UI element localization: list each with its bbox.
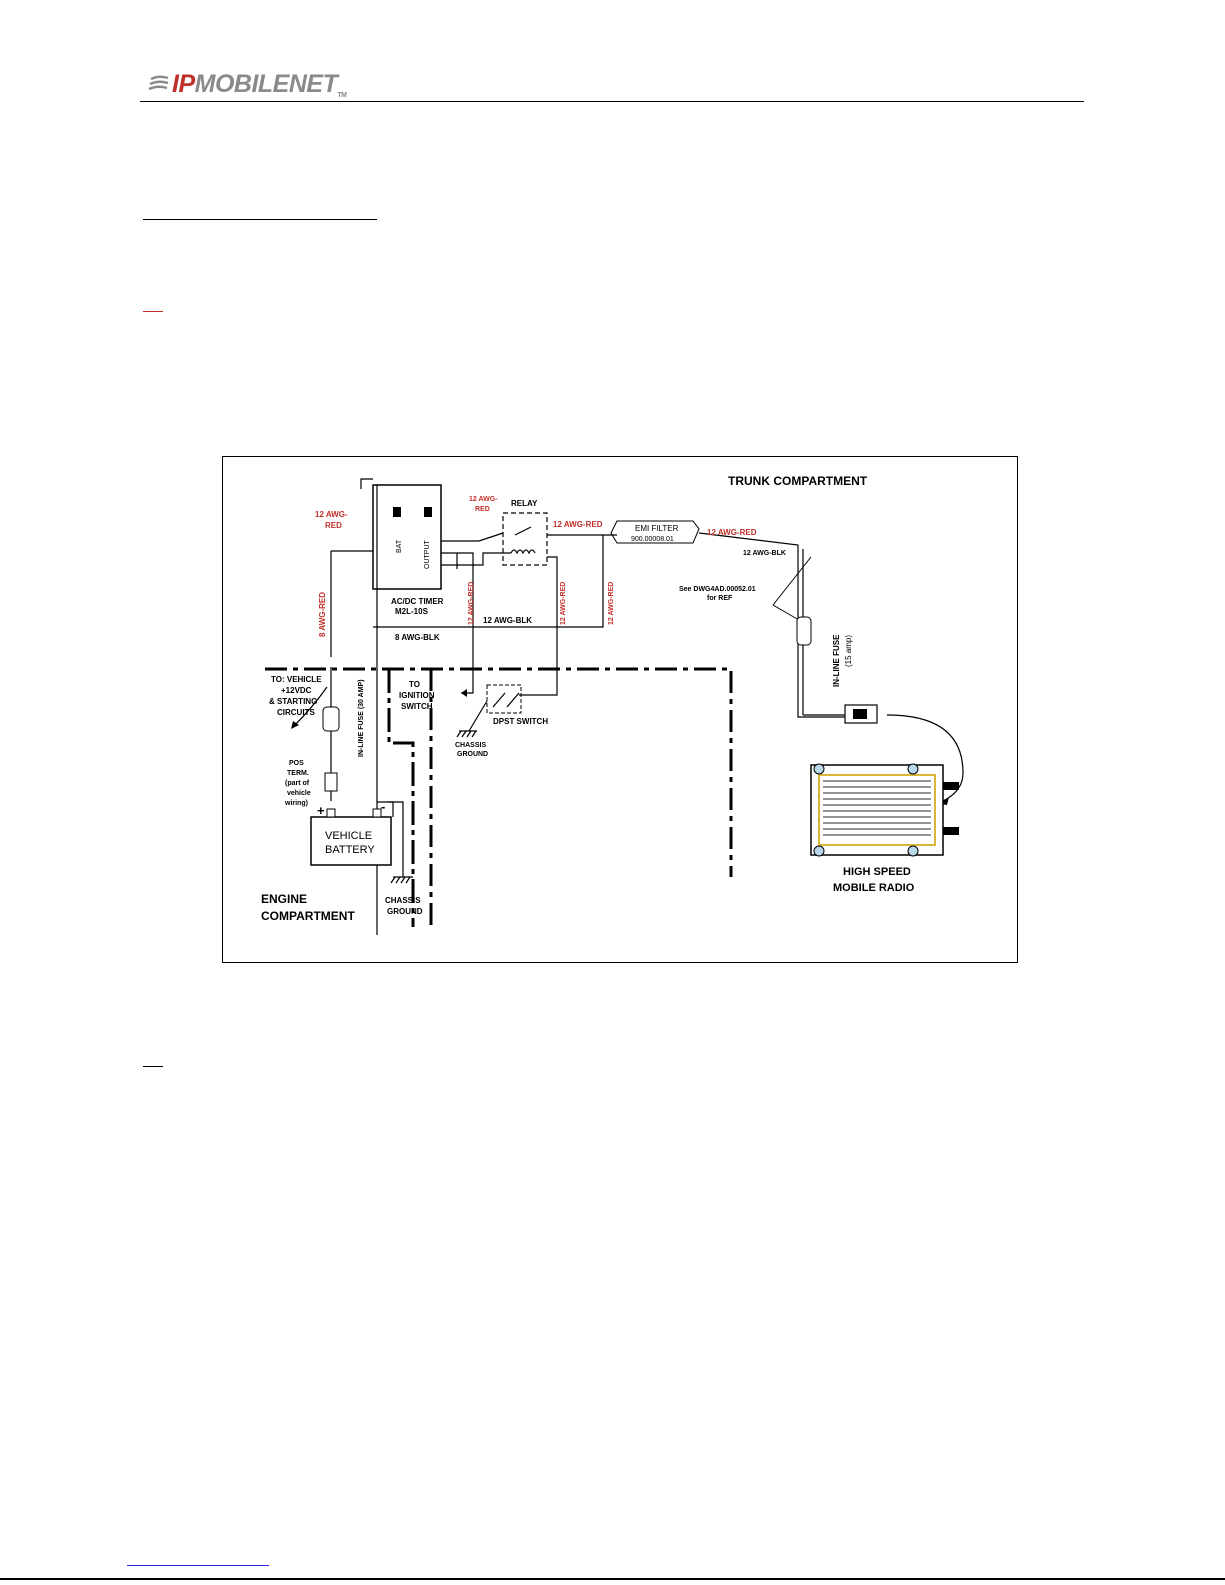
to-vehicle-label-1: TO: VEHICLE xyxy=(271,675,322,684)
battery-label-1: VEHICLE xyxy=(325,830,372,842)
timer-bat-label: BAT xyxy=(396,539,403,553)
pos-term-label-2: TERM. xyxy=(287,770,309,777)
logo-tm: TM xyxy=(337,91,347,99)
battery-neg-terminal xyxy=(372,808,382,818)
timer-label-1: AC/DC TIMER xyxy=(391,597,444,606)
to-ignition-label-2: IGNITION xyxy=(399,691,435,700)
radio-arrow xyxy=(886,714,964,802)
header-rule xyxy=(140,101,1084,102)
emi-filter-shape xyxy=(610,520,700,544)
see-dwg-label-1: See DWG4AD.00052.01 xyxy=(679,586,756,593)
footer-rule xyxy=(0,1578,1225,1580)
engine-compartment-label-2: COMPARTMENT xyxy=(261,909,355,923)
inline-fuse-15-label-2: (15 amp) xyxy=(844,635,853,667)
to-ignition-label-1: TO xyxy=(409,680,420,689)
logo-ip: IP xyxy=(172,69,195,98)
logo-rest: MOBILENET xyxy=(194,69,338,98)
chassis-ground-2-label-b: GROUND xyxy=(387,907,423,916)
wire-label-vert-red-3: 12 AWG-RED xyxy=(608,582,615,625)
battery-pos-terminal xyxy=(326,808,336,818)
wire-label-vert-red-2: 12 AWG-RED xyxy=(560,582,567,625)
vehicle-arrow-head xyxy=(291,721,299,729)
wire-label-12awg-red-left-1: 12 AWG- xyxy=(315,510,348,519)
footer-link-underline xyxy=(127,1565,269,1566)
wiring-diagram: BAT OUTPUT AC/DC TIMER M2L-10S RELAY EMI… xyxy=(222,456,1018,963)
inline-fuse-30-body xyxy=(322,706,340,732)
relay-label: RELAY xyxy=(511,499,538,508)
radio-unit xyxy=(810,763,959,857)
black-underline-mark xyxy=(143,1066,163,1067)
dpst-switch-box xyxy=(486,684,522,714)
engine-compartment-label-1: ENGINE xyxy=(261,892,307,906)
inline-fuse-15-body xyxy=(796,616,812,646)
wire-label-12awg-red-top: 12 AWG-RED xyxy=(553,520,603,529)
wire-label-12awg-red-emi: 12 AWG-RED xyxy=(707,528,757,537)
wire-label-12awg-red-relay-1: 12 AWG- xyxy=(469,496,498,503)
pos-term-block xyxy=(324,772,338,792)
to-vehicle-label-4: CIRCUITS xyxy=(277,708,315,717)
dpst-switch-contacts xyxy=(492,692,520,708)
connector-inner xyxy=(853,709,867,719)
relay-box xyxy=(502,512,548,566)
wire-label-12awg-red-relay-2: RED xyxy=(475,506,490,513)
emi-filter-label-2: 900.00008.01 xyxy=(631,536,674,543)
engine-boundary-inner xyxy=(387,669,415,927)
chassis-ground-1-label-a: CHASSIS xyxy=(455,742,486,749)
relay-coil xyxy=(510,549,536,555)
section-heading-underline xyxy=(143,219,377,220)
wire-label-vert-red-1: 12 AWG-RED xyxy=(468,582,475,625)
wire-label-12awg-red-left-2: RED xyxy=(325,521,342,530)
wiring-diagram-svg: BAT OUTPUT AC/DC TIMER M2L-10S RELAY EMI… xyxy=(261,474,964,935)
wire-label-12awg-blk-mid: 12 AWG-BLK xyxy=(483,616,532,625)
chassis-ground-1-label-b: GROUND xyxy=(457,751,488,758)
wire-label-8awg-blk: 8 AWG-BLK xyxy=(395,633,440,642)
relay-contact xyxy=(514,526,532,536)
battery-plus: + xyxy=(317,803,325,818)
radio-label-2: MOBILE RADIO xyxy=(833,882,915,894)
inline-fuse-15-label-1: IN-LINE FUSE xyxy=(832,634,841,687)
timer-terminal-2 xyxy=(424,507,432,517)
battery-minus: - xyxy=(381,799,385,814)
pos-term-label-4: vehicle xyxy=(287,790,311,797)
vehicle-battery-box xyxy=(310,816,392,866)
to-vehicle-label-3: & STARTING xyxy=(269,697,317,706)
to-vehicle-label-2: +12VDC xyxy=(281,686,312,695)
pos-term-label-3: (part of xyxy=(285,780,310,787)
red-underline-mark xyxy=(143,311,163,312)
dpst-switch-label: DPST SWITCH xyxy=(493,717,548,726)
logo-swoosh-icon xyxy=(148,75,169,91)
battery-label-2: BATTERY xyxy=(325,844,375,856)
radio-label-1: HIGH SPEED xyxy=(843,866,911,878)
timer-box xyxy=(372,484,442,590)
logo-wordmark: IPMOBILENETTM xyxy=(172,69,347,99)
see-dwg-label-2: for REF xyxy=(707,595,733,602)
inline-fuse-30-label: IN-LINE FUSE (30 AMP) xyxy=(358,679,365,757)
to-ignition-label-3: SWITCH xyxy=(401,702,433,711)
wire-label-8awg-red: 8 AWG-RED xyxy=(318,592,327,637)
timer-label-2: M2L-10S xyxy=(395,607,429,616)
chassis-ground-2-label-a: CHASSIS xyxy=(385,896,421,905)
pos-term-label-5: wiring) xyxy=(284,800,308,807)
timer-output-label: OUTPUT xyxy=(424,540,431,570)
compartment-boundary xyxy=(265,667,733,927)
wires xyxy=(292,478,845,935)
timer-terminal-1 xyxy=(393,507,401,517)
pos-term-label-1: POS xyxy=(289,760,304,767)
ground-symbol-2 xyxy=(390,876,413,884)
trunk-compartment-label: TRUNK COMPARTMENT xyxy=(728,474,868,488)
wire-label-12awg-blk-emi: 12 AWG-BLK xyxy=(743,550,786,557)
emi-filter-label-1: EMI FILTER xyxy=(635,524,679,533)
ipmobilenet-logo: IPMOBILENETTM xyxy=(148,69,347,99)
ground-symbol-1 xyxy=(456,700,488,738)
ignition-arrow-head xyxy=(461,689,467,697)
